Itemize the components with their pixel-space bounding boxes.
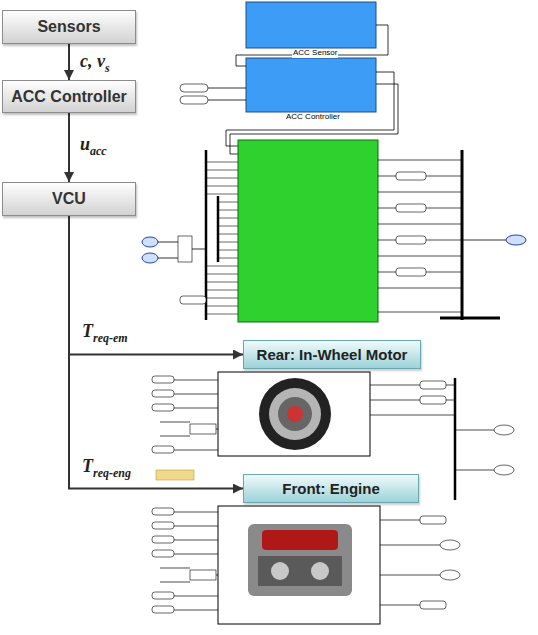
subsystem-block (238, 140, 378, 322)
subsystem-block (218, 372, 370, 456)
goto-block (396, 236, 426, 244)
box-label: Front: Engine (282, 480, 380, 497)
wheel-illustration (269, 388, 321, 440)
signal-arrow (68, 113, 70, 182)
signal-subscript: acc (90, 144, 107, 158)
signal-wire (378, 160, 462, 312)
inport-block (152, 606, 174, 613)
signal-symbol: c, v (80, 51, 105, 71)
outport-block (506, 235, 526, 245)
engine-illustration (248, 524, 352, 596)
outport-block (440, 570, 460, 580)
box-label: VCU (52, 190, 86, 208)
box-label: Rear: In-Wheel Motor (257, 346, 408, 363)
goto-block (420, 396, 446, 404)
engine-illustration (258, 556, 342, 586)
bus-bar (440, 150, 500, 320)
process-box: Sensors (2, 10, 136, 44)
signal-wire (370, 385, 494, 470)
outport-block (494, 425, 514, 435)
signal-arrow (69, 216, 243, 489)
inport-block (180, 84, 208, 92)
inport-block (152, 390, 174, 397)
block-name: ACC Sensor (292, 49, 338, 58)
engine-illustration (262, 530, 338, 550)
goto-block (420, 516, 446, 524)
subsystem-header: Rear: In-Wheel Motor (243, 340, 421, 369)
process-box: ACC Controller (2, 80, 136, 113)
outport-block (494, 465, 514, 475)
signal-subscript: s (105, 61, 110, 75)
inport-block (180, 96, 208, 104)
signal-label: Treq-em (80, 321, 130, 345)
goto-block (396, 268, 426, 276)
block-name: ACC Controller (285, 113, 341, 122)
inport-block (152, 522, 174, 529)
signal-wire (206, 162, 238, 314)
goto-block (420, 601, 446, 609)
wheel-illustration (287, 406, 303, 422)
box-label: Sensors (37, 18, 100, 36)
outport-block (440, 540, 460, 550)
gain-block (190, 570, 216, 580)
signal-symbol: u (80, 134, 90, 154)
wheel-illustration (259, 378, 331, 450)
inport-block (152, 446, 174, 453)
subsystem-header: Front: Engine (243, 474, 419, 503)
signal-wire (236, 25, 388, 66)
switch-block (178, 236, 192, 262)
subsystem-block (246, 2, 376, 48)
goto-block (420, 381, 446, 389)
signal-wire (208, 88, 246, 100)
subsystem-block (246, 58, 376, 112)
subsystem-block (218, 506, 380, 624)
signal-arrow (69, 216, 243, 355)
signal-label: Treq-eng (80, 456, 133, 480)
signal-symbol: T (82, 456, 93, 476)
inport-block (142, 253, 158, 263)
goto-block (396, 172, 426, 180)
inport-block (152, 404, 174, 411)
signal-arrow (68, 44, 70, 80)
engine-illustration (311, 562, 329, 580)
inport-block (152, 376, 174, 383)
bus-bar (206, 150, 218, 320)
inport-block (152, 508, 174, 515)
bus-bar (454, 378, 457, 500)
signal-wire (380, 520, 440, 605)
signal-wire (158, 242, 206, 258)
from-block (156, 470, 194, 480)
inport-block (152, 550, 174, 557)
signal-symbol: T (82, 321, 93, 341)
signal-subscript: req-eng (93, 466, 131, 480)
signal-wire (462, 240, 506, 241)
wheel-illustration (278, 397, 312, 431)
signal-label: c, vs (78, 51, 112, 75)
inport-block (152, 536, 174, 543)
constant-block (180, 296, 206, 304)
signal-label: uacc (78, 134, 109, 158)
engine-illustration (271, 562, 289, 580)
inport-block (152, 592, 174, 599)
signal-subscript: req-em (93, 331, 128, 345)
gain-block (190, 424, 216, 434)
inport-block (142, 237, 158, 247)
process-box: VCU (2, 182, 136, 216)
box-label: ACC Controller (11, 88, 127, 106)
goto-block (396, 204, 426, 212)
